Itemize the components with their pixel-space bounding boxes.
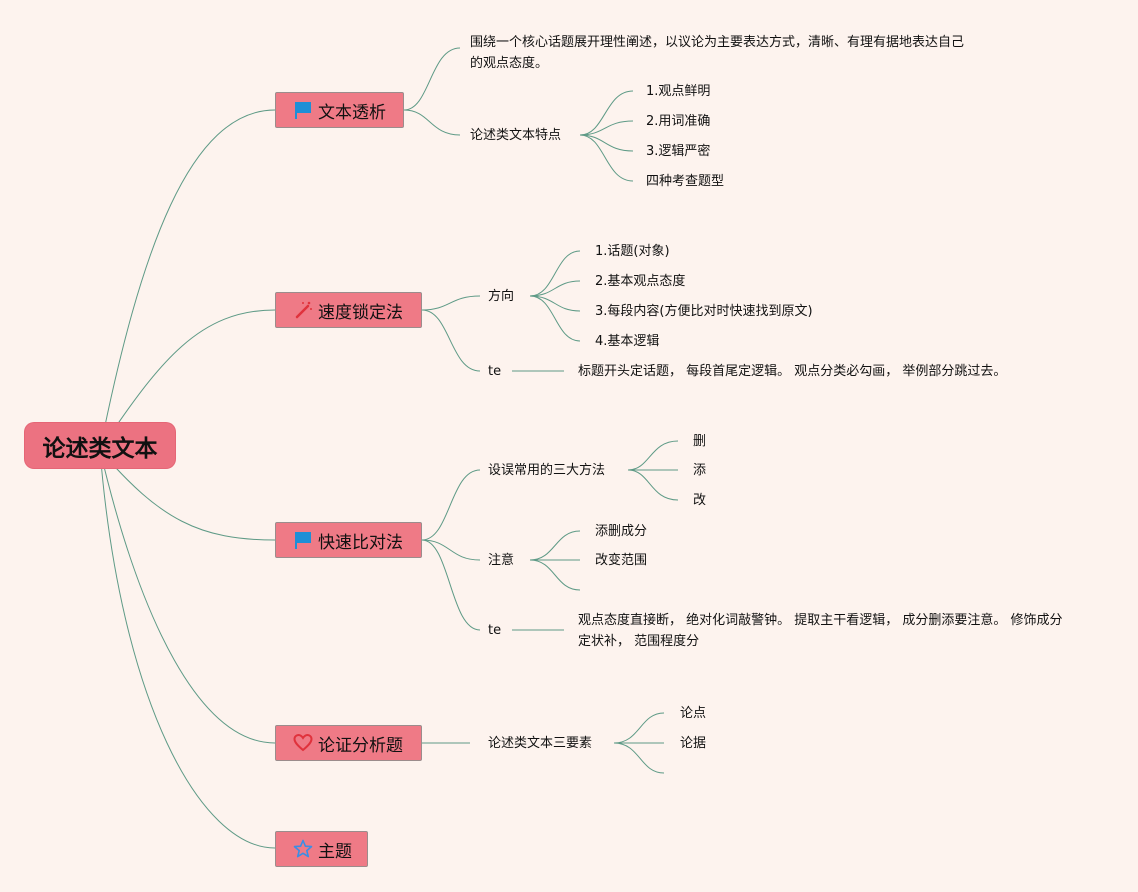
te-label: te — [488, 623, 502, 638]
te-label: te — [488, 364, 502, 379]
method-item: 删 — [693, 434, 707, 449]
direction-item: 4.基本逻辑 — [595, 334, 660, 349]
flag-icon — [292, 529, 314, 551]
element-item: 论点 — [680, 706, 707, 721]
elements-label: 论述类文本三要素 — [488, 736, 593, 751]
te-note: 标题开头定话题， 每段首尾定逻辑。 观点分类必勾画， 举例部分跳过去。 — [578, 364, 1007, 379]
branch-label: 论证分析题 — [318, 735, 403, 756]
feature-item: 3.逻辑严密 — [646, 144, 711, 159]
method-item: 添 — [693, 463, 707, 478]
branch-theme[interactable]: 主题 — [275, 831, 368, 867]
branch-argument-analysis[interactable]: 论证分析题 — [275, 725, 422, 761]
branch-label: 文本透析 — [318, 102, 386, 123]
branch-label: 速度锁定法 — [318, 302, 403, 323]
element-item: 论据 — [680, 736, 707, 751]
direction-item: 2.基本观点态度 — [595, 274, 686, 289]
direction-item: 1.话题(对象) — [595, 244, 670, 259]
note-item: 添删成分 — [595, 524, 648, 539]
branch-label: 快速比对法 — [318, 532, 403, 553]
te-note: 观点态度直接断， 绝对化词敲警钟。 提取主干看逻辑， 成分删添要注意。 修饰成分… — [578, 613, 1063, 649]
branch-speed-lock[interactable]: 速度锁定法 — [275, 292, 422, 328]
note-item: 改变范围 — [595, 553, 648, 568]
root-topic[interactable]: 论述类文本 — [25, 423, 175, 468]
feature-item: 四种考查题型 — [646, 174, 725, 189]
direction-item: 3.每段内容(方便比对时快速找到原文) — [595, 304, 813, 319]
methods-label: 设误常用的三大方法 — [488, 463, 606, 478]
feature-item: 2.用词准确 — [646, 114, 711, 129]
star-icon — [292, 838, 314, 860]
magic-wand-icon — [292, 299, 314, 321]
features-label: 论述类文本特点 — [470, 128, 562, 143]
notes-label: 注意 — [488, 553, 515, 568]
branch-text-analysis[interactable]: 文本透析 — [275, 92, 404, 128]
definition-text: 围绕一个核心话题展开理性阐述，以议论为主要表达方式，清晰、有理有据地表达自己的观… — [470, 35, 965, 71]
branch-quick-compare[interactable]: 快速比对法 — [275, 522, 422, 558]
method-item: 改 — [693, 493, 707, 508]
branch-label: 主题 — [318, 841, 352, 862]
feature-item: 1.观点鲜明 — [646, 84, 711, 99]
direction-label: 方向 — [488, 289, 515, 304]
heart-icon — [292, 732, 314, 754]
flag-icon — [292, 99, 314, 121]
